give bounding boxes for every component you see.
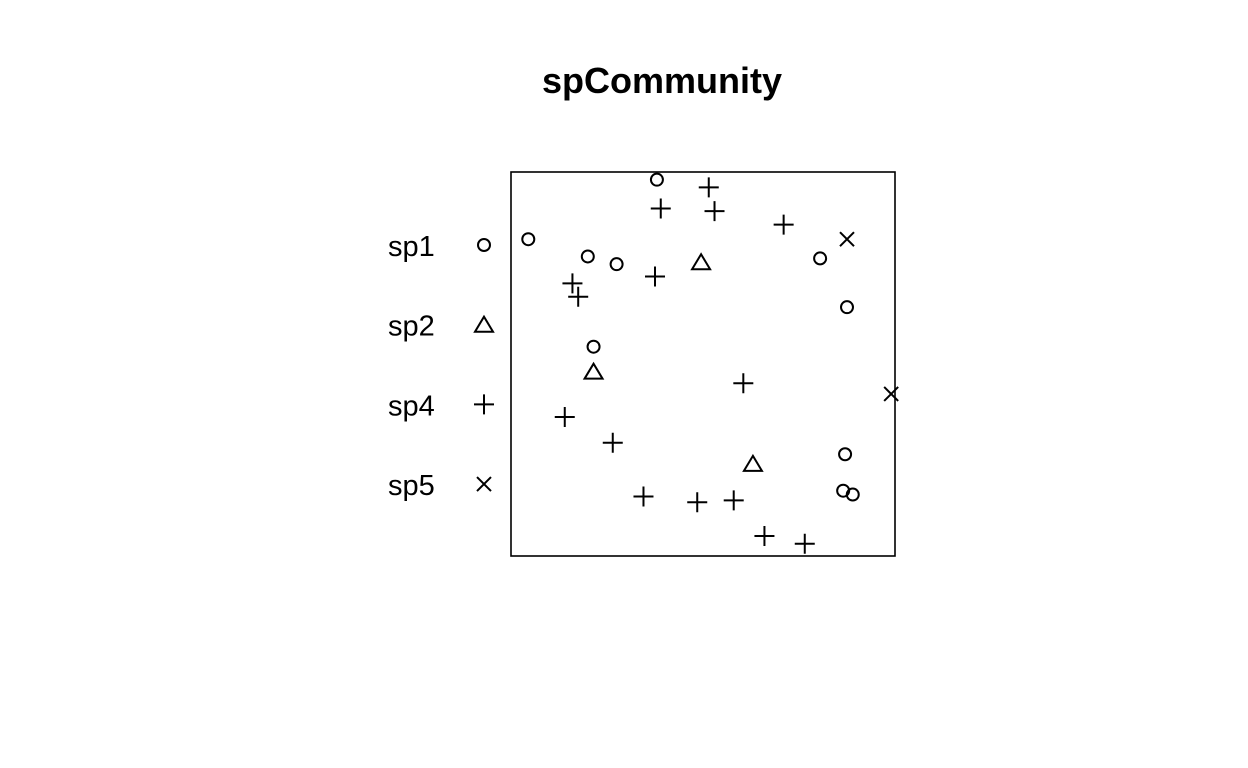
point-sp4-8 xyxy=(554,406,575,427)
point-sp4-3 xyxy=(773,214,794,235)
point-sp4-12 xyxy=(723,490,744,511)
legend-label-sp2: sp2 xyxy=(388,311,435,343)
plot-frame xyxy=(510,171,896,557)
point-sp5-1 xyxy=(883,386,899,402)
point-sp1-2 xyxy=(580,249,595,264)
legend-label-sp1: sp1 xyxy=(388,231,435,263)
point-sp2-2 xyxy=(742,453,764,472)
legend: sp1 sp2 sp4 sp5 xyxy=(388,231,495,502)
point-sp4-14 xyxy=(794,533,815,554)
point-sp1-5 xyxy=(840,300,854,315)
point-sp5-0 xyxy=(839,231,855,247)
point-sp2-0 xyxy=(690,252,712,271)
point-sp4-10 xyxy=(633,486,654,507)
point-sp4-6 xyxy=(645,266,665,287)
point-sp4-7 xyxy=(733,373,754,394)
point-sp4-9 xyxy=(602,432,623,453)
legend-label-sp5: sp5 xyxy=(388,470,435,502)
point-sp4-13 xyxy=(754,526,775,547)
legend-symbol-sp1 xyxy=(477,238,491,252)
point-sp4-5 xyxy=(568,286,589,307)
point-sp2-1 xyxy=(582,361,605,380)
point-sp1-9 xyxy=(845,487,860,502)
point-sp1-4 xyxy=(813,251,828,266)
point-sp4-11 xyxy=(687,492,708,513)
point-sp1-1 xyxy=(649,172,664,187)
point-sp4-2 xyxy=(704,201,725,222)
chart-title: spCommunity xyxy=(542,60,782,101)
point-sp1-0 xyxy=(521,232,536,247)
legend-label-sp4: sp4 xyxy=(388,390,435,422)
point-sp1-3 xyxy=(609,257,624,272)
plot-points xyxy=(521,172,899,554)
legend-symbol-sp5 xyxy=(476,476,492,492)
point-sp1-7 xyxy=(838,447,853,462)
point-sp4-1 xyxy=(650,198,671,219)
point-sp4-4 xyxy=(562,273,583,294)
point-sp4-0 xyxy=(698,177,719,198)
point-sp1-6 xyxy=(586,339,601,354)
legend-symbol-sp4 xyxy=(474,394,494,415)
legend-symbol-sp2 xyxy=(473,314,495,333)
